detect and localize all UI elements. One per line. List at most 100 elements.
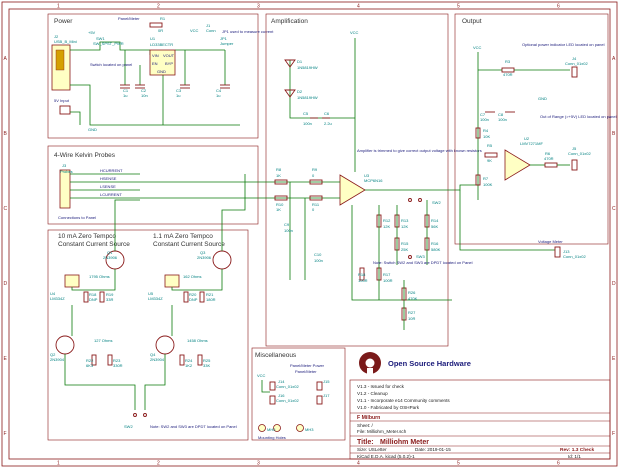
j13-connector <box>554 246 561 258</box>
mh2-hole-icon <box>273 424 281 432</box>
j2-input-label: 5V Input <box>54 98 70 103</box>
u4-value: LM334Z <box>50 296 65 301</box>
cs10-wire-a <box>71 269 116 291</box>
r16-ref: R16 <box>431 241 439 246</box>
col-5-bottom: 5 <box>457 461 460 467</box>
panel-meter-title: Panel/Meter <box>118 16 140 21</box>
gnd-label-output: GND <box>538 96 547 101</box>
c5-ref: C5 <box>303 111 309 116</box>
u2-comparator <box>504 149 531 181</box>
amp-note: Amplifier is trimmed to give correct out… <box>357 148 482 153</box>
r10-value: 1K <box>276 207 281 212</box>
sw-bottom-contact-b <box>143 413 147 417</box>
j13-ref: J13 <box>563 249 570 254</box>
row-a-left: A <box>4 56 8 62</box>
sw-bottom-contact-a <box>133 413 137 417</box>
r22-ref: R22 <box>86 358 94 363</box>
r21-ref: R21 <box>206 292 214 297</box>
u4-current-ref <box>64 274 80 288</box>
c8-ref: C8 <box>498 112 504 117</box>
c9-ref: C9 <box>284 222 290 227</box>
q4-ref: Q4 <box>150 352 156 357</box>
r20-value: DNP <box>189 297 198 302</box>
c7-value: 100n <box>480 117 489 122</box>
amp-out-wire <box>365 184 480 191</box>
col-2-top: 2 <box>157 4 160 10</box>
q1-ref: Q1 <box>107 250 113 255</box>
r13-ref: R13 <box>401 218 409 223</box>
q2-ref: Q2 <box>50 352 56 357</box>
r8-value: 1K <box>276 173 281 178</box>
j2-ref: J2 <box>54 34 59 39</box>
q3-value: 2N3906 <box>197 255 212 260</box>
cs1-feed <box>221 174 246 251</box>
r15-ref: R15 <box>401 241 409 246</box>
r6-resistor <box>544 162 558 168</box>
misc-section-box <box>251 347 346 441</box>
j16-value: Conn_01x02 <box>276 398 299 403</box>
j5-ref: J5 <box>572 146 577 151</box>
j14-value: Conn_01x02 <box>276 384 299 389</box>
r9-resistor <box>309 179 323 185</box>
c5-value: 100n <box>303 121 312 126</box>
ohm127-label: 127 Ohms <box>94 338 112 343</box>
sw2sw3-note: Note: Switch SW2 and SW3 are DPDT locate… <box>373 260 473 265</box>
sw1-ref: SW1 <box>96 36 105 41</box>
c6-ref: C6 <box>324 111 330 116</box>
r12-ref: R12 <box>383 218 391 223</box>
j1-value: Conn <box>206 28 216 33</box>
osh-logo-icon <box>359 352 381 375</box>
q4-value: 2N3904 <box>150 357 165 362</box>
c4-ref: C4 <box>216 88 222 93</box>
jp1-value: Jumper <box>220 41 234 46</box>
power-led-note: Optional power indicator LED located on … <box>522 42 605 47</box>
r19-ref: R19 <box>106 292 114 297</box>
input-connector <box>59 105 71 115</box>
r1-resistor <box>149 22 163 28</box>
r9-value: 0 <box>312 173 315 178</box>
j16-connector <box>269 395 276 405</box>
r18b-ref: R18 <box>89 292 97 297</box>
mh3-ref: MH3 <box>305 427 314 432</box>
cs1-wire-c <box>144 354 166 410</box>
r7-resistor <box>475 174 481 186</box>
panel-meter-note: Panel/Meter <box>295 369 317 374</box>
c10-value: 100n <box>314 258 323 263</box>
u1-en-pin: EN <box>152 61 158 66</box>
misc-section-title: Miscellaneous <box>255 352 297 359</box>
col-4-bottom: 4 <box>357 461 360 467</box>
u5-value: LM334Z <box>148 296 163 301</box>
u1-ref: U1 <box>150 36 156 41</box>
j15-ref: J15 <box>323 379 330 384</box>
u2-value: LMV7271MF <box>520 141 543 146</box>
c8-value: 100n <box>498 117 507 122</box>
u3-value: MCP6N16 <box>364 178 383 183</box>
row-c-right: C <box>612 206 616 212</box>
u3-ref: U3 <box>364 173 370 178</box>
mh3-hole-icon <box>296 424 304 432</box>
col-5-top: 5 <box>457 4 460 10</box>
vcc-label-misc: VCC <box>257 373 266 378</box>
amp-gnd-wire <box>351 205 452 301</box>
r4-ref: R4 <box>483 128 489 133</box>
j14-connector <box>269 381 276 391</box>
rev-label: Rev: 1.3 Check <box>560 447 594 453</box>
col-1-top: 1 <box>57 4 60 10</box>
vcc-label-amp: VCC <box>350 30 359 35</box>
hcurrent-label: HCURRENT <box>100 168 123 173</box>
u3-opamp <box>339 174 366 206</box>
r5-value: 9K <box>487 158 492 163</box>
r11-ref: R11 <box>312 202 320 207</box>
q3-transistor <box>212 250 232 270</box>
r15-value: 25K <box>401 247 408 252</box>
author: F Milburn <box>357 415 380 421</box>
j3-ref: J3 <box>62 163 67 168</box>
cs1-title-line2: Constant Current Source <box>153 241 225 248</box>
row-d-right: D <box>612 281 616 287</box>
c2-ref: C2 <box>141 88 147 93</box>
d2-diode <box>284 89 296 98</box>
sheet-label: Sheet: / <box>357 423 374 428</box>
row-d-left: D <box>4 281 8 287</box>
c10-ref: C10 <box>314 252 322 257</box>
probes-section-title: 4-Wire Kelvin Probes <box>54 152 116 159</box>
